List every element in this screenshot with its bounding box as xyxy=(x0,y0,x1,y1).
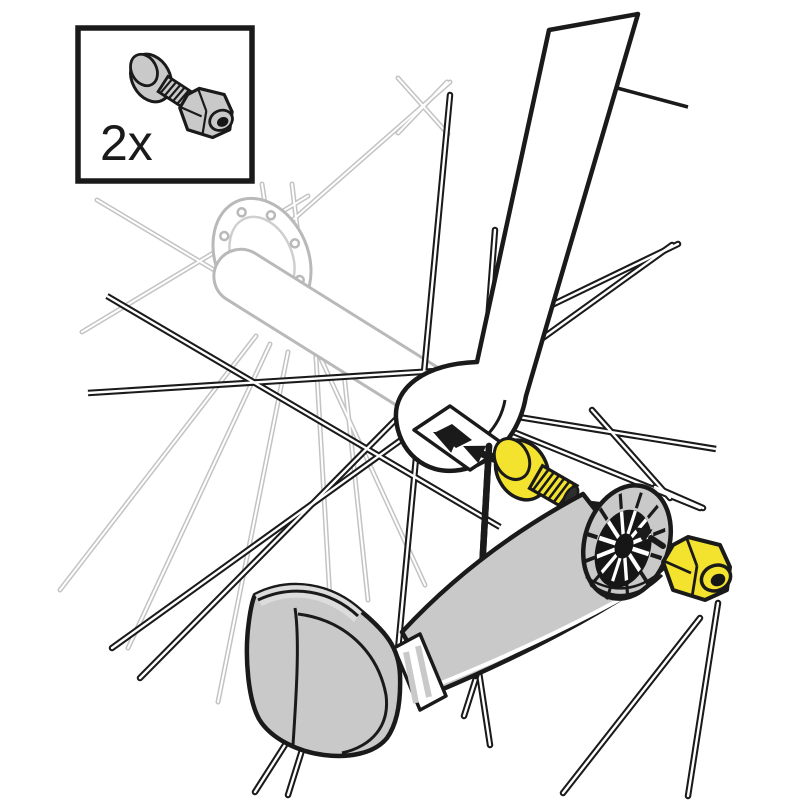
bracket-strap-ribs xyxy=(403,645,432,704)
nut-facets xyxy=(180,89,208,136)
bolt-head-face xyxy=(492,436,532,482)
foot-top-band xyxy=(255,585,362,622)
quantity-label: 2x xyxy=(100,115,153,171)
nut-hole xyxy=(216,116,229,127)
bolt-threads xyxy=(159,78,190,105)
hardware-callout-box: 2x xyxy=(75,25,255,184)
foot-side-contour xyxy=(291,607,299,746)
arrow-head xyxy=(433,431,461,453)
frame-stub-line xyxy=(616,86,689,109)
fork-blade xyxy=(393,11,641,474)
arrow-head xyxy=(463,445,487,464)
spoke-core xyxy=(563,618,700,793)
arrow-nut-onto-ring xyxy=(634,527,666,549)
kickstand-foot xyxy=(244,582,403,759)
ring-star-teeth xyxy=(596,510,652,582)
flange-bolt-yellow xyxy=(492,436,580,511)
spoke-core xyxy=(288,747,303,795)
foot-face-contour xyxy=(297,612,389,755)
frame-fork xyxy=(393,11,689,474)
lock-nut-yellow xyxy=(661,535,733,602)
spoke-core xyxy=(60,336,256,590)
arrow-shaft xyxy=(648,535,666,549)
nut-facets xyxy=(663,538,699,598)
spoke-core xyxy=(255,745,285,792)
callout-lock-nut xyxy=(178,86,234,140)
nut-hole xyxy=(710,573,726,587)
bolt-head-face xyxy=(129,52,159,88)
arrow-head xyxy=(634,527,653,543)
foot-top-line xyxy=(257,589,360,618)
